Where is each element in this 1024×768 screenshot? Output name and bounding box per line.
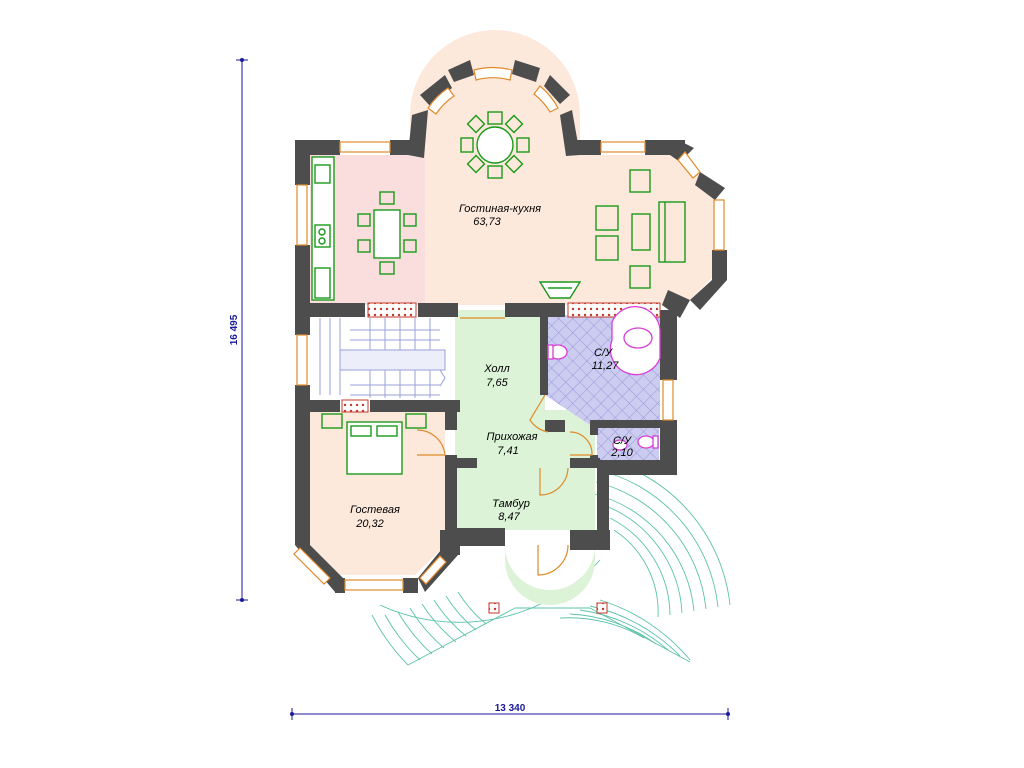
room-area-small-bathroom: 2,10 [610, 447, 633, 459]
bathroom-fixtures [547, 306, 661, 451]
room-area-bathroom: 11,27 [592, 360, 620, 372]
room-labels: Гостиная-кухня 63,73 Холл 7,65 С/У 11,27… [350, 203, 633, 530]
walls [295, 60, 727, 593]
width-label: 13 340 [495, 703, 526, 714]
windows [293, 66, 725, 591]
staircase [319, 318, 446, 398]
bed [321, 413, 427, 475]
dining-table [357, 191, 417, 275]
room-area-guest: 20,32 [355, 518, 384, 530]
round-table [460, 111, 530, 179]
living-sofas [595, 169, 686, 289]
doors [416, 317, 593, 576]
dimension-height: 16 495 [229, 58, 248, 602]
room-area-hall: 7,65 [486, 377, 508, 389]
room-name-entrance: Прихожая [486, 431, 537, 443]
kitchen-counter [311, 156, 335, 301]
room-area-vestibule: 8,47 [498, 511, 520, 523]
room-name-bathroom: С/У [594, 347, 613, 359]
dimension-width: 13 340 [290, 703, 730, 720]
terrace [371, 457, 731, 666]
furniture [311, 111, 686, 475]
room-name-hall: Холл [483, 363, 509, 375]
room-area-living-kitchen: 63,73 [473, 216, 501, 228]
room-name-small-bathroom: С/У [613, 435, 632, 447]
room-name-guest: Гостевая [350, 504, 400, 516]
height-label: 16 495 [229, 314, 240, 345]
room-area-entrance: 7,41 [497, 445, 518, 457]
room-name-vestibule: Тамбур [492, 498, 530, 510]
room-name-living-kitchen: Гостиная-кухня [459, 203, 541, 215]
fireplace [538, 281, 582, 299]
